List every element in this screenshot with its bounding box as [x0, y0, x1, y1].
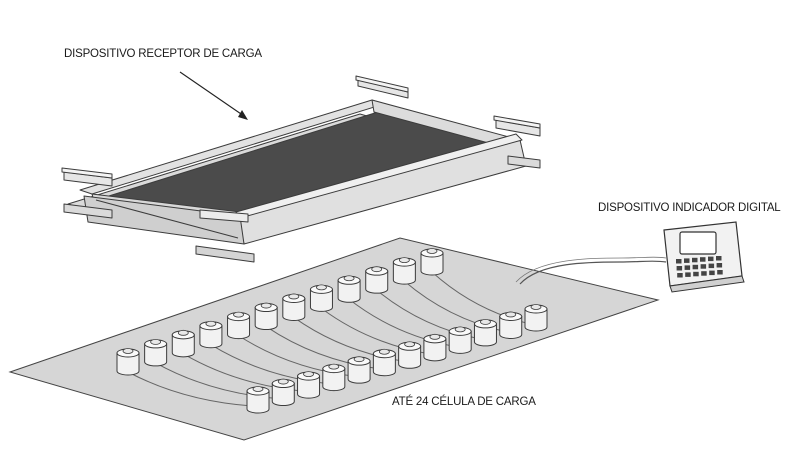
flange-left-top-2 [61, 167, 113, 179]
indicator-key [692, 257, 698, 263]
indicator-key [717, 270, 723, 275]
load-cell-icon [448, 326, 472, 354]
indicator-key [700, 264, 707, 269]
deck-edge [95, 199, 239, 239]
load-cell-icon [282, 293, 306, 321]
load-cells-label: ATÉ 24 CÉLULA DE CARGA [392, 395, 536, 408]
indicator-key [709, 270, 715, 276]
indicator-key [693, 271, 699, 277]
load-cell-icon [524, 304, 548, 332]
flange-right-bottom [507, 155, 541, 169]
load-cell-icon [337, 275, 361, 303]
load-cell-icon [271, 378, 295, 407]
flange-front-bottom [195, 245, 255, 263]
load-cell-icon [116, 348, 140, 376]
load-cell-icon [254, 302, 278, 331]
flange-left-bottom [63, 203, 113, 219]
load-cell-array [116, 248, 548, 414]
load-cell-icon [473, 319, 497, 347]
cable [127, 371, 253, 407]
indicator-key [692, 264, 699, 270]
load-cell-icon [227, 311, 251, 340]
load-cell-icon [372, 348, 396, 377]
indicator-key [708, 256, 714, 262]
indicator-key [684, 265, 691, 270]
load-cell-icon [398, 341, 422, 369]
indicator-key [684, 258, 690, 263]
load-cell-icon [392, 257, 416, 285]
indicator-key [701, 271, 707, 276]
load-cell-icon [309, 284, 333, 312]
load-cell-icon [171, 329, 195, 358]
indicator-keypad [676, 256, 723, 278]
load-cell-icon [347, 356, 371, 384]
load-cell-icon [365, 266, 389, 294]
arrow-icon [179, 71, 248, 120]
indicator-key [676, 266, 683, 271]
load-receiver-platform [61, 75, 541, 263]
indicator-key [685, 272, 691, 277]
indicator-key [700, 257, 706, 262]
load-cell-icon [322, 363, 346, 392]
load-cell-icon [297, 371, 321, 399]
indicator-key [716, 263, 723, 268]
load-cell-icon [420, 248, 444, 276]
indicator-cable-2 [515, 256, 667, 283]
load-cell-icon [499, 311, 523, 339]
receiver-label: DISPOSITIVO RECEPTOR DE CARGA [64, 48, 262, 60]
indicator-key [708, 263, 715, 269]
load-cell-icon [199, 320, 223, 349]
indicator-key [716, 256, 722, 261]
indicator-key [677, 273, 683, 278]
indicator-key [676, 259, 682, 264]
flange-right-front-2 [493, 115, 541, 129]
load-cell-icon [246, 386, 270, 414]
indicator-label: DISPOSITIVO INDICADOR DIGITAL [598, 202, 781, 214]
flange-top-right-2 [355, 75, 409, 93]
indicator-cable [519, 260, 667, 285]
load-cell-icon [144, 339, 168, 367]
indicator-screen [679, 231, 717, 255]
load-cell-icon [423, 333, 447, 362]
digital-indicator-icon [663, 221, 745, 293]
flange-front-mid [199, 209, 249, 223]
base-plate [8, 237, 660, 441]
